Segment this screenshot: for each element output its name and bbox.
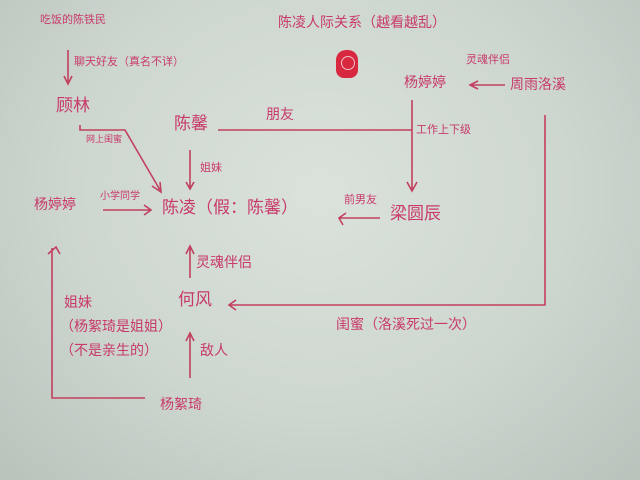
node-chen-xin: 陈馨 bbox=[174, 114, 208, 134]
line-bestie bbox=[227, 115, 546, 311]
seal-stamp-icon bbox=[336, 50, 358, 78]
edge-label-soulmate-top: 灵魂伴侣 bbox=[466, 53, 510, 66]
arrow-enemy bbox=[185, 331, 195, 378]
arrow-classmate bbox=[103, 204, 153, 216]
edge-label-work-superior: 工作上下级 bbox=[416, 123, 471, 136]
edge-label-ex-boyfriend: 前男友 bbox=[344, 193, 377, 206]
edge-label-sisters-top: 姐妹 bbox=[200, 161, 222, 174]
edge-label-friend: 朋友 bbox=[266, 107, 294, 123]
node-yang-xuqi: 杨絮琦 bbox=[160, 397, 202, 413]
node-yang-tingting-top: 杨婷婷 bbox=[404, 75, 446, 91]
edge-note-elder-sister: （杨絮琦是姐姐） bbox=[60, 319, 172, 335]
node-he-feng: 何风 bbox=[178, 290, 212, 310]
node-gu-lin: 顾林 bbox=[56, 96, 90, 116]
edge-label-bestie: 闺蜜（洛溪死过一次） bbox=[336, 317, 476, 333]
arrow-tiemin-to-gulin bbox=[63, 50, 73, 86]
arrow-sisters-top bbox=[185, 150, 195, 191]
arrow-zhou-to-yang bbox=[468, 80, 505, 90]
edge-label-sisters-left: 姐妹 bbox=[64, 295, 92, 311]
node-chen-tiemin: 吃饭的陈铁民 bbox=[40, 13, 106, 26]
node-yang-tingting-left: 杨婷婷 bbox=[34, 197, 76, 213]
edge-note-not-biological: （不是亲生的） bbox=[60, 343, 158, 359]
line-gulin-to-chenling bbox=[79, 125, 162, 194]
edge-label-soulmate-mid: 灵魂伴侣 bbox=[196, 255, 252, 271]
edge-label-classmate: 小学同学 bbox=[100, 191, 140, 202]
diagram-title: 陈凌人际关系（越看越乱） bbox=[278, 15, 446, 31]
line-sisters-left bbox=[47, 245, 145, 399]
node-zhou-yuluoxi: 周雨洛溪 bbox=[510, 77, 566, 93]
node-liang-yuanchen: 梁圆辰 bbox=[390, 204, 441, 224]
edge-label-enemy: 敌人 bbox=[200, 343, 228, 359]
edge-label-online-bestie: 网上闺蜜 bbox=[86, 135, 123, 145]
arrow-work bbox=[406, 100, 418, 193]
arrow-soulmate-mid bbox=[185, 244, 195, 278]
arrow-ex bbox=[337, 212, 380, 226]
edge-label-chat-friend: 聊天好友（真名不详） bbox=[74, 55, 184, 68]
node-chen-ling: 陈凌（假：陈馨） bbox=[162, 198, 298, 218]
